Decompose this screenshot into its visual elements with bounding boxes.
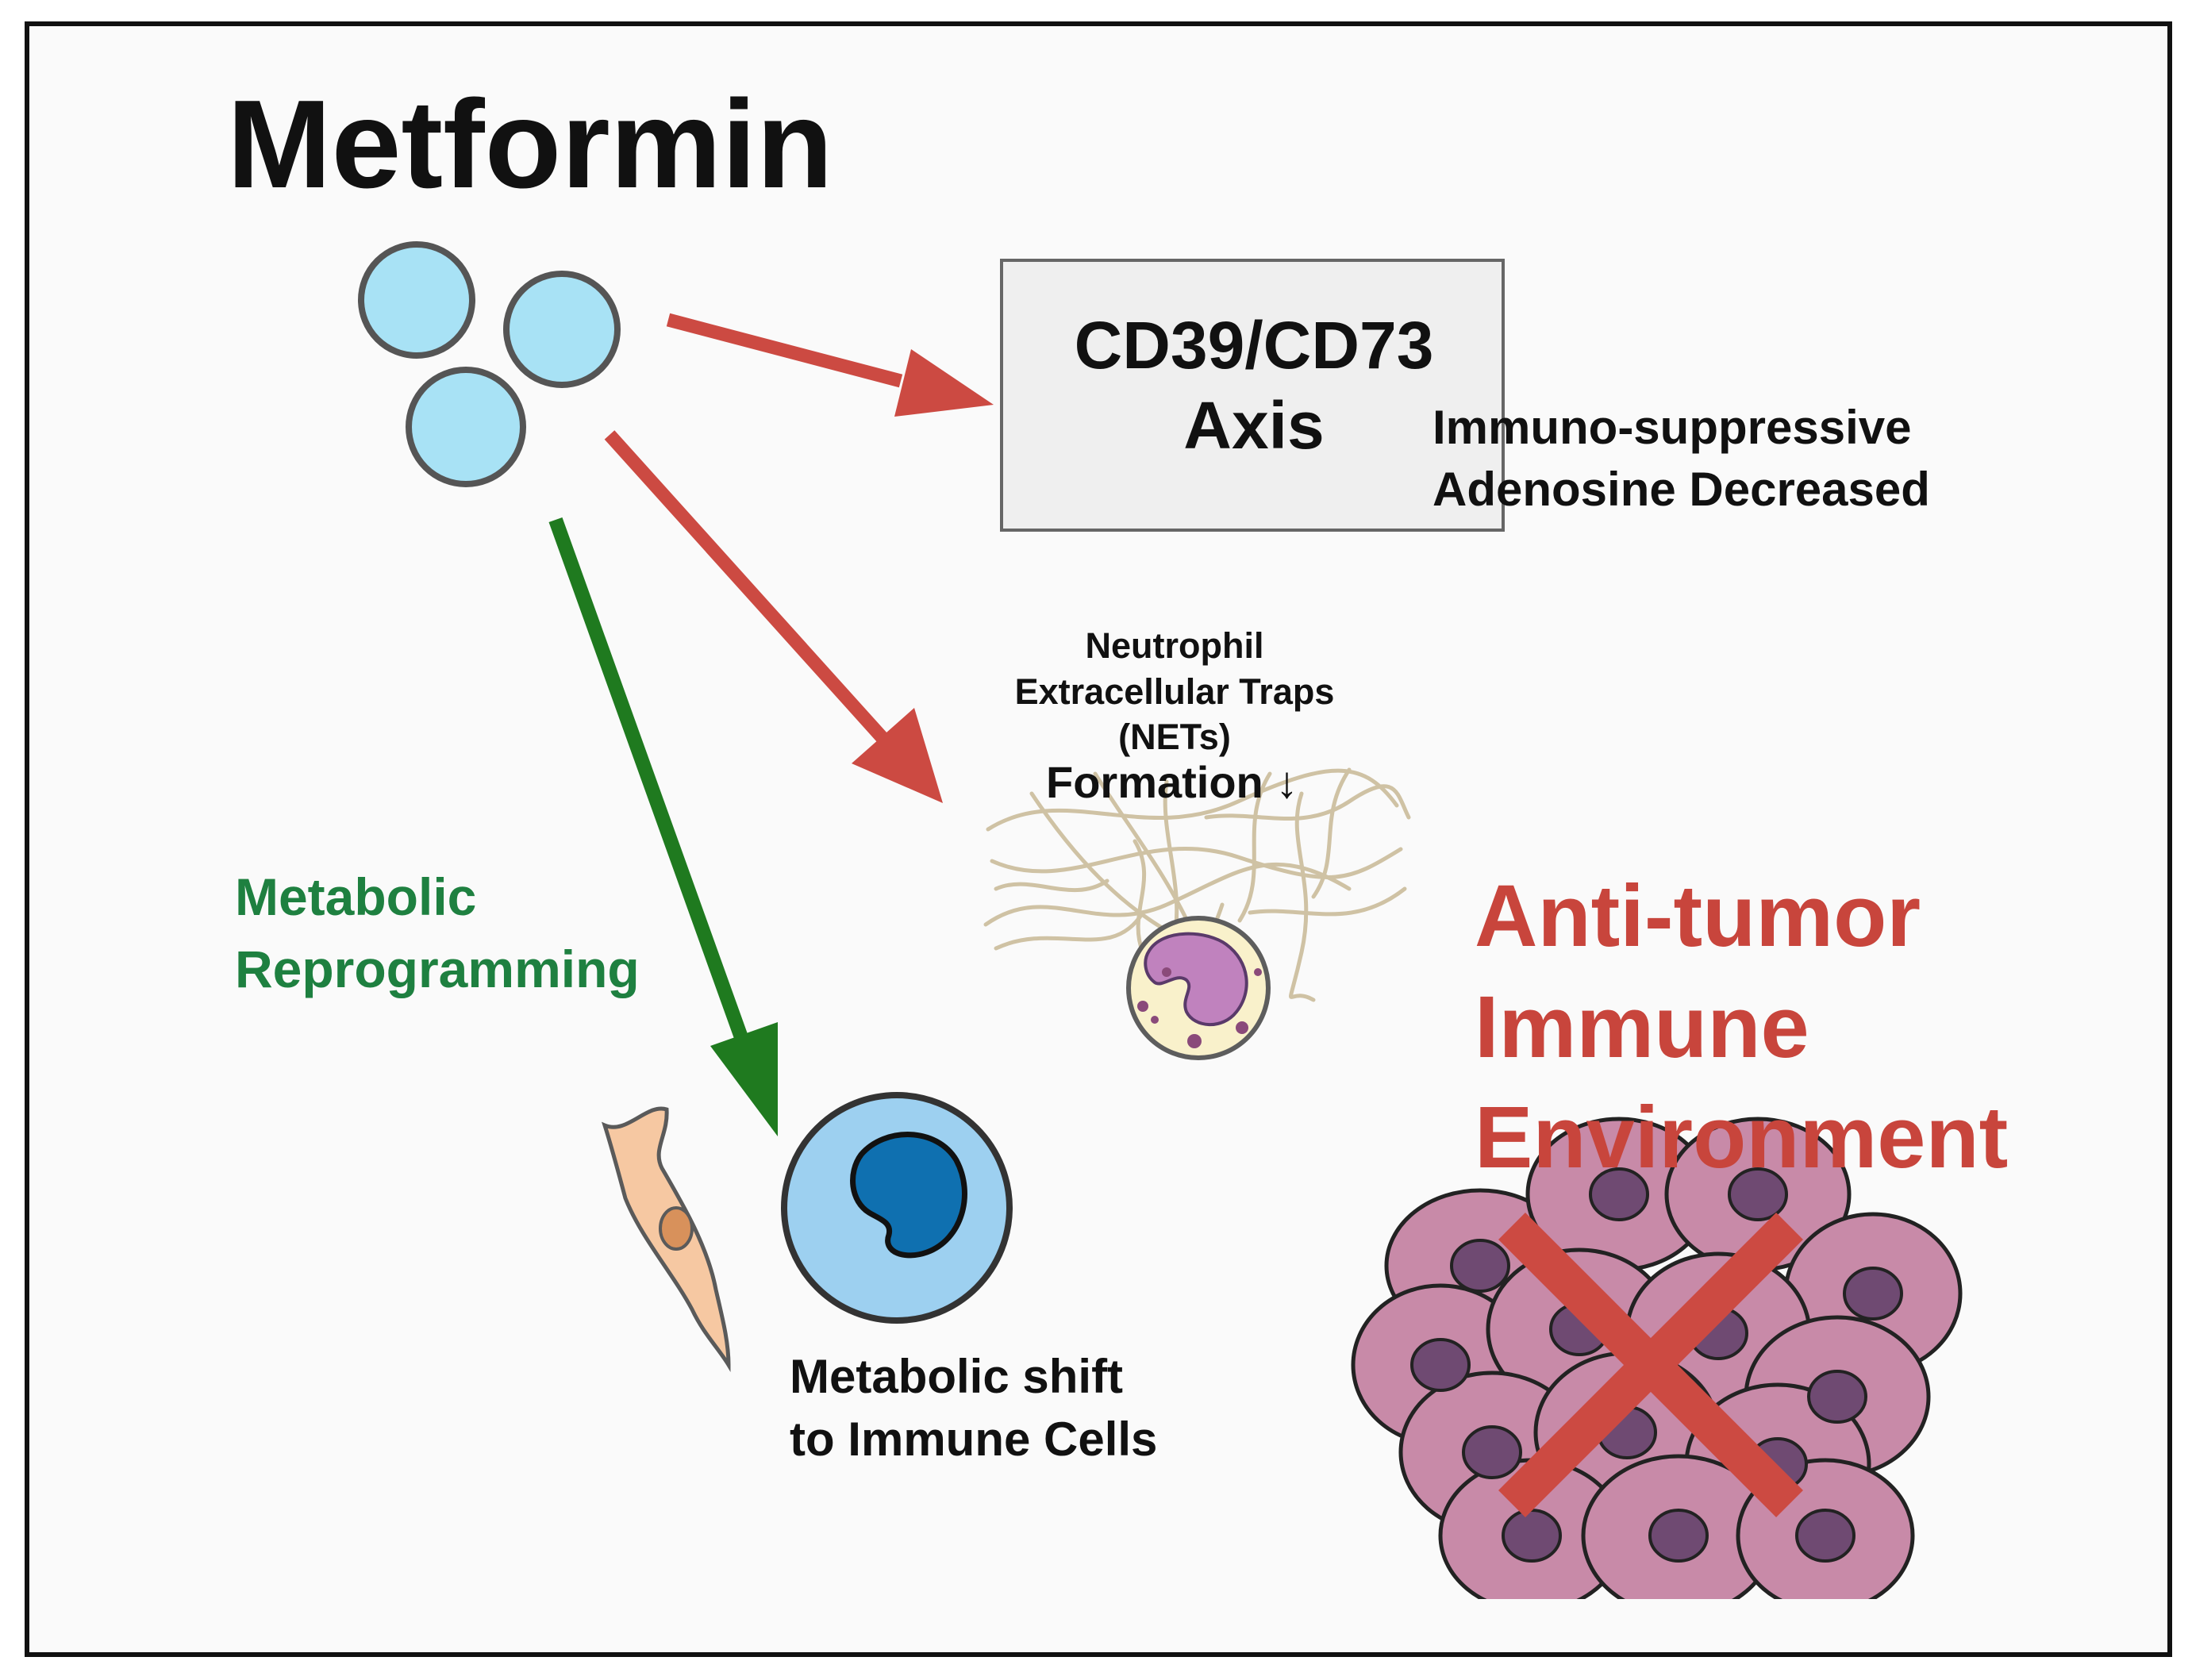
axis-label-line: Axis (1183, 387, 1325, 463)
cd39-cd73-axis-box (1000, 259, 1505, 532)
nets-label-line: Extracellular Traps (1014, 671, 1335, 712)
cd39-cd73-axis-label: CD39/CD73 Axis (1004, 306, 1504, 466)
arrow-metabolic-reprogramming (548, 517, 778, 1136)
metabolic-reprogramming-label: Metabolic Reprogramming (235, 861, 640, 1005)
anti-tumor-label-line: Anti-tumor (1475, 867, 1921, 965)
fibroblast-icon (601, 1106, 731, 1373)
neutrophil-icon (1126, 916, 1271, 1060)
metabolic-label-line: Metabolic (235, 867, 477, 926)
metformin-pill (358, 241, 475, 359)
metformin-pills-icon (358, 241, 621, 487)
metformin-pill (503, 271, 621, 388)
immune-cell-icon (781, 1092, 1013, 1324)
nets-label-line: (NETs) (1118, 717, 1231, 758)
nets-label: Neutrophil Extracellular Traps (NETs) (976, 623, 1373, 760)
diagram-title: Metformin (227, 75, 833, 214)
adenosine-label: Immuno-suppressive Adenosine Decreased (1432, 397, 1930, 521)
net-fibers (983, 767, 1411, 1002)
arrow-to-nets (604, 430, 943, 803)
shift-label-line: Metabolic shift (790, 1350, 1124, 1403)
shift-label-line: to Immune Cells (790, 1413, 1158, 1467)
nets-label-line: Neutrophil (1085, 625, 1264, 666)
anti-tumor-label-line: Environment (1475, 1089, 2009, 1187)
axis-label-line: CD39/CD73 (1074, 308, 1434, 383)
arrow-to-cd39-cd73 (666, 313, 994, 417)
x-mark-icon (1498, 1213, 1803, 1517)
nets-formation-label: Formation ↓ (1046, 757, 1298, 807)
adenosine-label-line: Adenosine Decreased (1432, 463, 1930, 516)
anti-tumor-label: Anti-tumor Immune Environment (1475, 861, 2008, 1194)
metabolic-label-line: Reprogramming (235, 940, 640, 999)
adenosine-label-line: Immuno-suppressive (1432, 401, 1912, 454)
metformin-pill (406, 367, 526, 487)
metabolic-shift-label: Metabolic shift to Immune Cells (790, 1345, 1157, 1470)
anti-tumor-label-line: Immune (1475, 978, 1809, 1076)
